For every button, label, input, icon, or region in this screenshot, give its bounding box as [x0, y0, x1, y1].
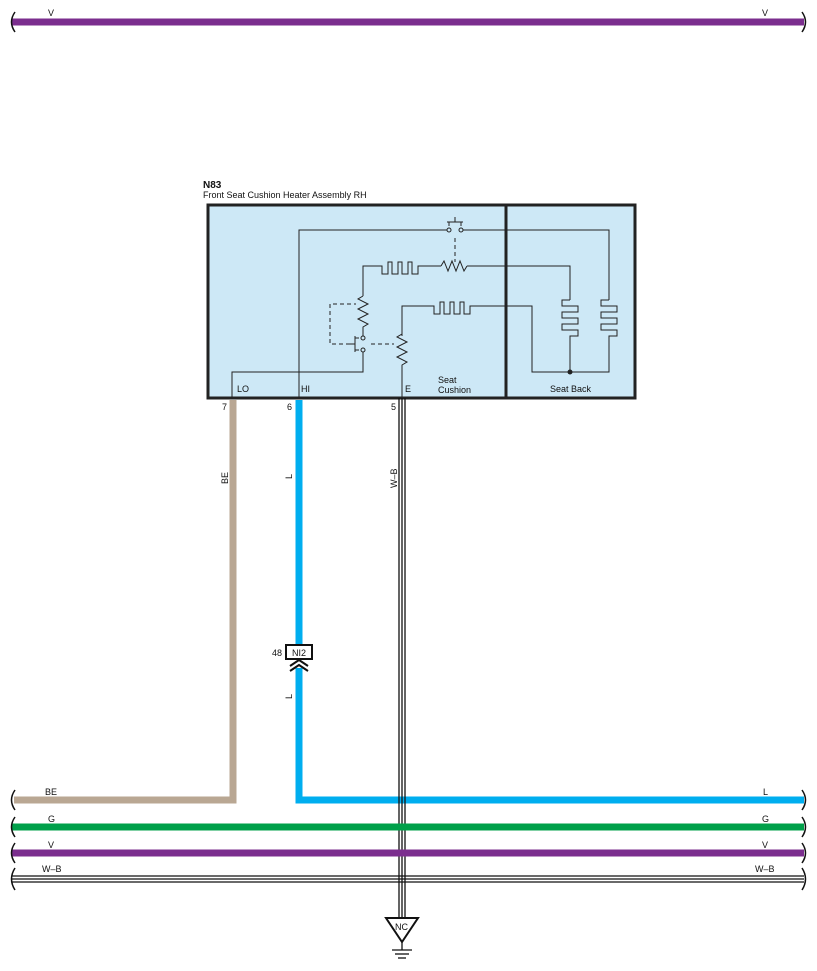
break-g-right	[801, 816, 807, 838]
l-wire-label-upper: L	[284, 474, 294, 479]
bus-l-label-right: L	[763, 787, 768, 797]
switch-lower-contact-top	[360, 335, 366, 341]
be-wire-label: BE	[220, 472, 230, 484]
seat-cushion-label-2: Cushion	[438, 385, 471, 395]
top-v-label-right: V	[762, 8, 768, 18]
l-wire-label-lower: L	[284, 694, 294, 699]
bus-wb-label-right: W–B	[755, 864, 775, 874]
bus-be-label-left: BE	[45, 787, 57, 797]
seat-cushion-box	[206, 203, 508, 400]
terminal-lo-label: LO	[237, 384, 249, 394]
seat-back-label: Seat Back	[550, 384, 592, 394]
ground-nc: NC	[384, 917, 420, 959]
break-l-right	[801, 789, 807, 811]
top-v-bus: V V	[10, 8, 807, 33]
connector-ni2-pin: 48	[272, 648, 282, 658]
wb-wire-label: W–B	[389, 468, 399, 488]
bus-v-label-right: V	[762, 840, 768, 850]
lower-heater-element	[432, 301, 472, 315]
break-g-left	[10, 816, 16, 838]
bus-wb-label-left: W–B	[42, 864, 62, 874]
bus-g-label-right: G	[762, 814, 769, 824]
switch-upper-actuator	[447, 217, 463, 226]
break-wb-left	[10, 867, 16, 891]
break-be-left	[10, 789, 16, 811]
break-v-right	[801, 842, 807, 864]
be-wire	[14, 400, 237, 804]
seat-cushion-label-1: Seat	[438, 375, 457, 385]
bus-break-left	[10, 11, 16, 33]
terminal-e-label: E	[405, 384, 411, 394]
heater-assembly: N83 Front Seat Cushion Heater Assembly R…	[203, 180, 637, 412]
bus-break-right	[801, 11, 807, 33]
bus-g-label-left: G	[48, 814, 55, 824]
internal-circuit	[231, 217, 618, 398]
top-v-label-left: V	[48, 8, 54, 18]
seat-back-feed-outer	[463, 229, 610, 300]
pin-6-number: 6	[287, 402, 292, 412]
component-name: Front Seat Cushion Heater Assembly RH	[203, 190, 367, 200]
left-thermistor	[356, 295, 370, 336]
dashed-loop	[329, 303, 356, 345]
ground-triangle-icon	[384, 917, 420, 944]
lo-internal-line	[231, 352, 364, 398]
connector-ni2-id: NI2	[292, 648, 306, 658]
terminal-hi-label: HI	[301, 384, 310, 394]
connector-chevron-icon	[289, 658, 309, 672]
upper-thermistor	[440, 259, 468, 273]
seat-back-heater-outer	[600, 299, 618, 340]
break-wb-right	[801, 867, 807, 891]
bus-breaks	[10, 789, 807, 891]
hi-internal-line	[298, 229, 447, 398]
switch-upper-contact-left	[446, 227, 452, 233]
pin-7-number: 7	[222, 402, 227, 412]
component-id: N83	[203, 180, 222, 191]
junction-dot	[567, 369, 573, 375]
upper-branch-left	[362, 265, 380, 296]
bus-v-label-left: V	[48, 840, 54, 850]
seat-back-heater-inner	[561, 299, 579, 372]
wb-ground-wire	[398, 398, 406, 918]
lower-branch-left	[401, 305, 432, 336]
seat-back-feed-inner	[467, 265, 571, 300]
l-wire-lower	[295, 668, 804, 804]
pin-5-number: 5	[391, 402, 396, 412]
break-v-left	[10, 842, 16, 864]
connector-ni2: NI2 48	[272, 644, 313, 672]
lower-branch-right	[472, 305, 610, 373]
ground-label: NC	[395, 922, 408, 932]
right-thermistor	[395, 333, 409, 398]
switch-lower-actuator	[350, 336, 359, 352]
upper-heater-element	[380, 261, 420, 275]
